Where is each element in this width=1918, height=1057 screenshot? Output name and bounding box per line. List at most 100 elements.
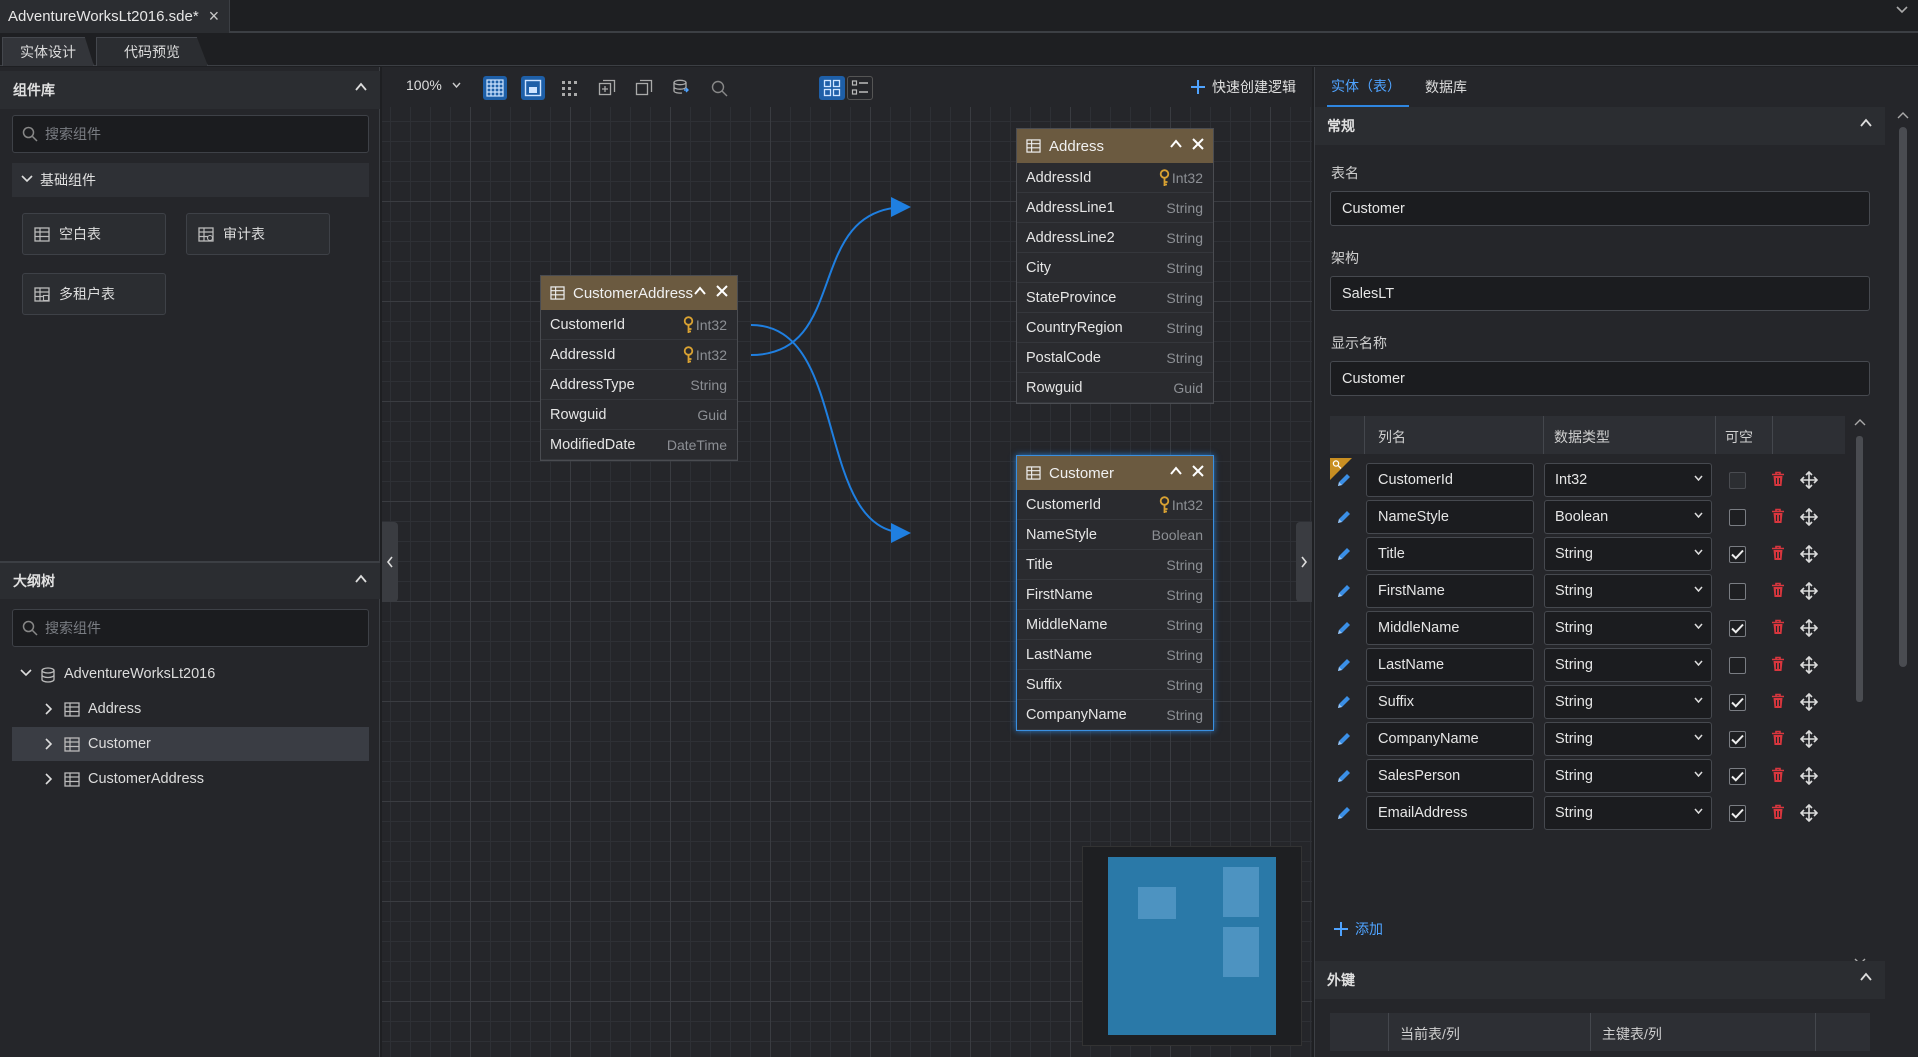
pencil-icon[interactable] <box>1336 694 1352 710</box>
pencil-icon[interactable] <box>1336 620 1352 636</box>
column-type-select[interactable]: String <box>1544 537 1712 571</box>
column-name-input[interactable]: FirstName <box>1366 574 1534 608</box>
column-name-input[interactable]: MiddleName <box>1366 611 1534 645</box>
collapse-left-panel-button[interactable] <box>382 522 398 602</box>
column-type-select[interactable]: String <box>1544 648 1712 682</box>
document-tab[interactable]: AdventureWorksLt2016.sde* × <box>0 0 231 33</box>
panel-scrollbar[interactable] <box>1895 107 1911 1057</box>
tree-item-customer-address[interactable]: CustomerAddress <box>12 762 369 796</box>
snap-toggle-icon[interactable] <box>521 76 545 100</box>
column-name-input[interactable]: EmailAddress <box>1366 796 1534 830</box>
nullable-checkbox[interactable] <box>1729 509 1746 526</box>
column-type-select[interactable]: String <box>1544 759 1712 793</box>
chevron-up-icon[interactable] <box>1169 137 1183 151</box>
drag-handle-icon[interactable] <box>1800 767 1818 785</box>
list-view-icon[interactable] <box>847 76 873 100</box>
column-type-select[interactable]: Boolean <box>1544 500 1712 534</box>
scroll-thumb[interactable] <box>1856 436 1863 702</box>
trash-icon[interactable] <box>1771 619 1785 635</box>
nullable-checkbox[interactable] <box>1729 620 1746 637</box>
column-type-select[interactable]: String <box>1544 574 1712 608</box>
component-library-header[interactable]: 组件库 <box>0 71 380 109</box>
pencil-icon[interactable] <box>1336 731 1352 747</box>
drag-handle-icon[interactable] <box>1800 730 1818 748</box>
chevron-right-icon[interactable] <box>44 738 54 750</box>
column-type-select[interactable]: String <box>1544 611 1712 645</box>
tree-root-database[interactable]: AdventureWorksLt2016 <box>12 657 369 691</box>
chevron-down-icon[interactable] <box>20 668 32 678</box>
table-name-input[interactable]: Customer <box>1330 191 1870 226</box>
nullable-checkbox[interactable] <box>1729 657 1746 674</box>
tab-code-preview[interactable]: 代码预览 <box>96 37 208 66</box>
card-view-icon[interactable] <box>819 76 845 100</box>
nullable-checkbox[interactable] <box>1729 694 1746 711</box>
pencil-icon[interactable] <box>1336 805 1352 821</box>
tab-entity-design[interactable]: 实体设计 <box>2 37 94 66</box>
column-name-input[interactable]: Suffix <box>1366 685 1534 719</box>
column-type-select[interactable]: Int32 <box>1544 463 1712 497</box>
column-type-select[interactable]: String <box>1544 722 1712 756</box>
auto-layout-icon[interactable] <box>557 76 581 100</box>
component-audit-table[interactable]: 审计表 <box>186 213 330 255</box>
grid-toggle-icon[interactable] <box>483 76 507 100</box>
trash-icon[interactable] <box>1771 804 1785 820</box>
pencil-icon[interactable] <box>1336 583 1352 599</box>
tree-item-customer[interactable]: Customer <box>12 727 369 761</box>
column-name-input[interactable]: SalesPerson <box>1366 759 1534 793</box>
pencil-icon[interactable] <box>1336 768 1352 784</box>
chevron-up-icon[interactable] <box>1859 116 1873 130</box>
drag-handle-icon[interactable] <box>1800 582 1818 600</box>
search-icon[interactable] <box>707 76 731 100</box>
pencil-icon[interactable] <box>1336 546 1352 562</box>
outline-search-input[interactable]: 搜索组件 <box>12 609 369 647</box>
column-name-input[interactable]: CompanyName <box>1366 722 1534 756</box>
chevron-up-icon[interactable] <box>354 80 368 94</box>
minimap[interactable] <box>1082 846 1302 1046</box>
close-icon[interactable] <box>715 284 729 298</box>
drag-handle-icon[interactable] <box>1800 656 1818 674</box>
quick-create-button[interactable]: 快速创建逻辑 <box>1190 77 1296 97</box>
pencil-icon[interactable] <box>1336 509 1352 525</box>
pencil-icon[interactable] <box>1336 472 1352 488</box>
general-section-header[interactable]: 常规 <box>1315 107 1885 145</box>
duplicate-icon[interactable] <box>632 76 656 100</box>
entity-header[interactable]: Address <box>1017 129 1213 163</box>
drag-handle-icon[interactable] <box>1800 619 1818 637</box>
tab-database[interactable]: 数据库 <box>1425 67 1467 107</box>
trash-icon[interactable] <box>1771 471 1785 487</box>
columns-scrollbar[interactable] <box>1853 416 1867 965</box>
trash-icon[interactable] <box>1771 545 1785 561</box>
column-name-input[interactable]: LastName <box>1366 648 1534 682</box>
zoom-select[interactable]: 100% <box>406 77 461 93</box>
nullable-checkbox[interactable] <box>1729 546 1746 563</box>
column-type-select[interactable]: String <box>1544 796 1712 830</box>
nullable-checkbox[interactable] <box>1729 583 1746 600</box>
component-search-input[interactable]: 搜索组件 <box>12 115 369 153</box>
close-icon[interactable] <box>1191 464 1205 478</box>
tree-item-address[interactable]: Address <box>12 692 369 726</box>
trash-icon[interactable] <box>1771 693 1785 709</box>
drag-handle-icon[interactable] <box>1800 545 1818 563</box>
nullable-checkbox[interactable] <box>1729 731 1746 748</box>
